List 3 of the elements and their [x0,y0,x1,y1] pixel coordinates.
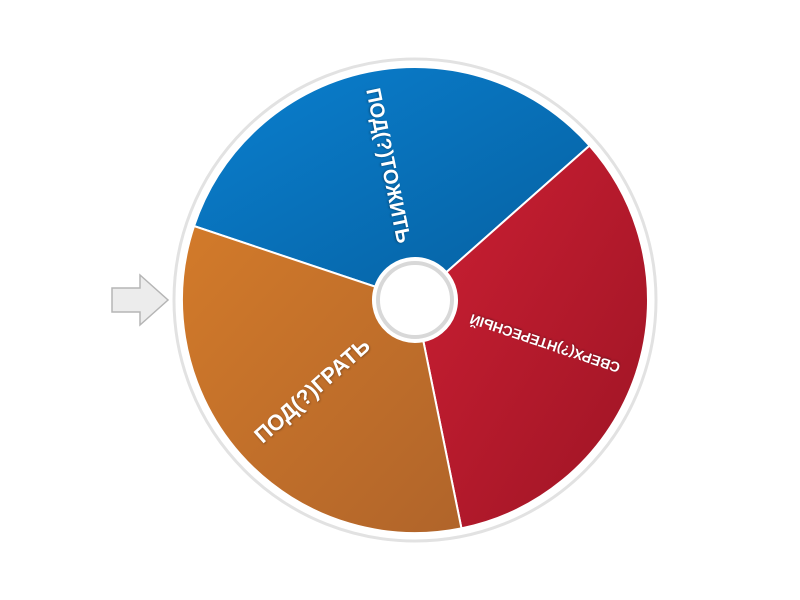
wheel-hub [376,261,454,339]
wheel-segment [422,144,649,530]
wheel-segment [193,66,590,288]
